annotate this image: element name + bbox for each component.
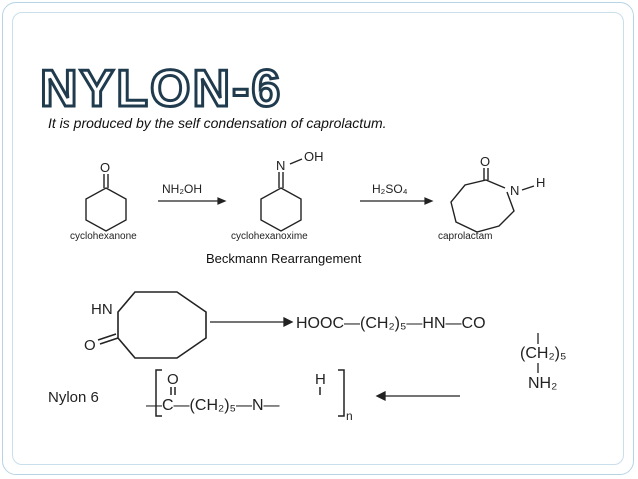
caprolactam-nitrogen: N bbox=[510, 183, 519, 198]
reaction-arrow-2 bbox=[360, 197, 434, 205]
polymer-repeat-unit: —C—(CH₂)₅—N— bbox=[146, 397, 280, 414]
oxime-hydroxyl: OH bbox=[304, 149, 324, 164]
slide-border-inner bbox=[12, 12, 624, 465]
cyclohexanone-oxygen: O bbox=[100, 160, 110, 175]
oxime-nitrogen: N bbox=[276, 158, 285, 173]
amino-acid-chain: HOOC—(CH₂)₅—HN—CO bbox=[296, 315, 486, 332]
polymer-hydrogen: H bbox=[315, 371, 326, 388]
caprolactam-oxygen: O bbox=[480, 154, 490, 169]
ring-nh-group: HN bbox=[91, 301, 113, 318]
ring-oxygen: O bbox=[84, 337, 96, 354]
caprolactam-hydrogen: H bbox=[536, 175, 545, 190]
label-cyclohexanone: cyclohexanone bbox=[70, 231, 137, 242]
reaction-arrow-1 bbox=[158, 197, 227, 205]
polymer-oxygen: O bbox=[167, 371, 179, 388]
nylon6-label: Nylon 6 bbox=[48, 389, 99, 406]
slide-border-outer bbox=[2, 2, 634, 475]
hydrolysis-panel bbox=[44, 290, 566, 430]
slide-title: NYLON-6 bbox=[40, 60, 282, 118]
label-caprolactam: caprolactam bbox=[438, 231, 492, 242]
polymer-brackets bbox=[155, 369, 345, 417]
cyclohexanoxime-structure bbox=[260, 158, 303, 232]
beckmann-caption: Beckmann Rearrangement bbox=[206, 251, 362, 266]
branch-methylene: (CH₂)₅ bbox=[520, 345, 566, 362]
hydrolysis-arrow bbox=[210, 316, 294, 328]
cyclohexanone-structure bbox=[85, 174, 127, 232]
polymer-subscript-n: n bbox=[346, 409, 353, 423]
polymerization-arrow bbox=[375, 390, 460, 402]
caprolactam-structure bbox=[450, 168, 535, 233]
label-cyclohexanoxime: cyclohexanoxime bbox=[231, 231, 308, 242]
slide-subtitle: It is produced by the self condensation … bbox=[48, 115, 387, 131]
branch-amine: NH₂ bbox=[528, 375, 557, 392]
reagent-sulfuric-acid: H₂SO₄ bbox=[372, 182, 408, 196]
reagent-hydroxylamine: NH₂OH bbox=[162, 182, 202, 196]
lactam-ring bbox=[97, 291, 207, 359]
